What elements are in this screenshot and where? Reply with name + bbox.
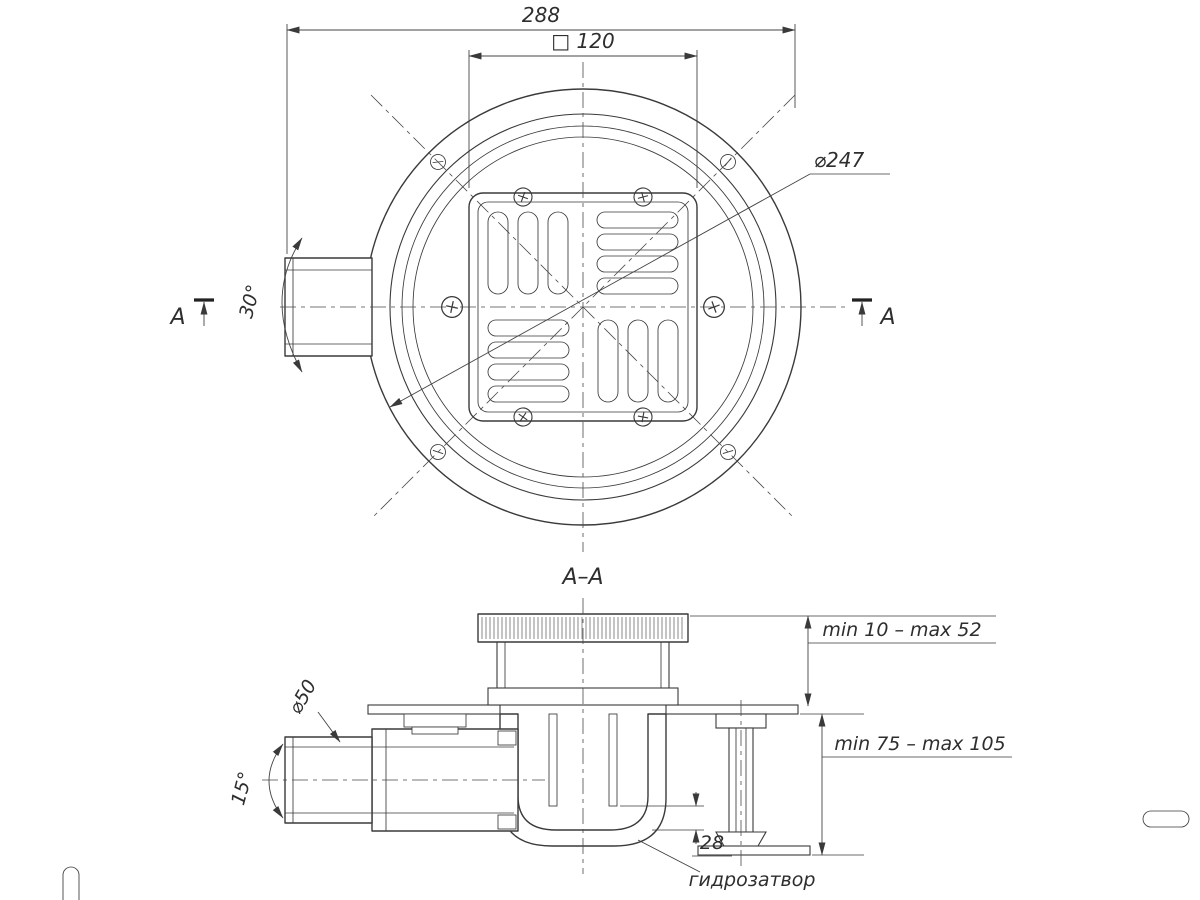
dim-outer-diameter: ⌀247 [389,148,890,408]
dim-grate-size-text: □ 120 [551,29,614,53]
dim-pipe-slope: 15° [227,743,284,819]
section-marker-right: A [852,298,896,330]
side-inlet-pipe [284,257,373,357]
water-seal-label-text: гидрозатвор [689,869,816,891]
water-seal-label: гидрозатвор [637,839,816,891]
dim-body-height-range: min 75 – max 105 [800,713,1012,856]
centerlines-section [262,598,742,874]
section-marker-left: A [168,298,214,330]
flange-plate-section [367,704,799,735]
dim-water-seal-height: 28 [620,792,732,857]
section-title: A–A [560,565,603,590]
dim-pipe-diameter: ⌀50 [284,676,341,743]
dim-outer-diameter-text: ⌀247 [814,148,864,172]
section-letter-right: A [878,305,895,330]
inner-tube-section [548,713,618,807]
square-grate [468,192,698,422]
section-letter-left: A [168,305,185,330]
centerlines-top-view [280,62,845,552]
dim-grate-height-range: min 10 – max 52 [690,615,996,707]
dim-grate-size: □ 120 [468,29,698,188]
dim-overall-width: 288 [286,3,796,254]
dim-pipe-slope-text: 15° [227,769,257,807]
section-view: A–A [227,565,1012,891]
dim-pipe-diameter-text: ⌀50 [284,676,321,718]
dim-body-height-range-text: min 75 – max 105 [834,733,1005,755]
dim-water-seal-height-text: 28 [700,832,724,854]
dim-grate-height-range-text: min 10 – max 52 [822,619,981,641]
dim-overall-width-text: 288 [522,3,560,27]
dim-inlet-angle-text: 30° [235,282,265,320]
